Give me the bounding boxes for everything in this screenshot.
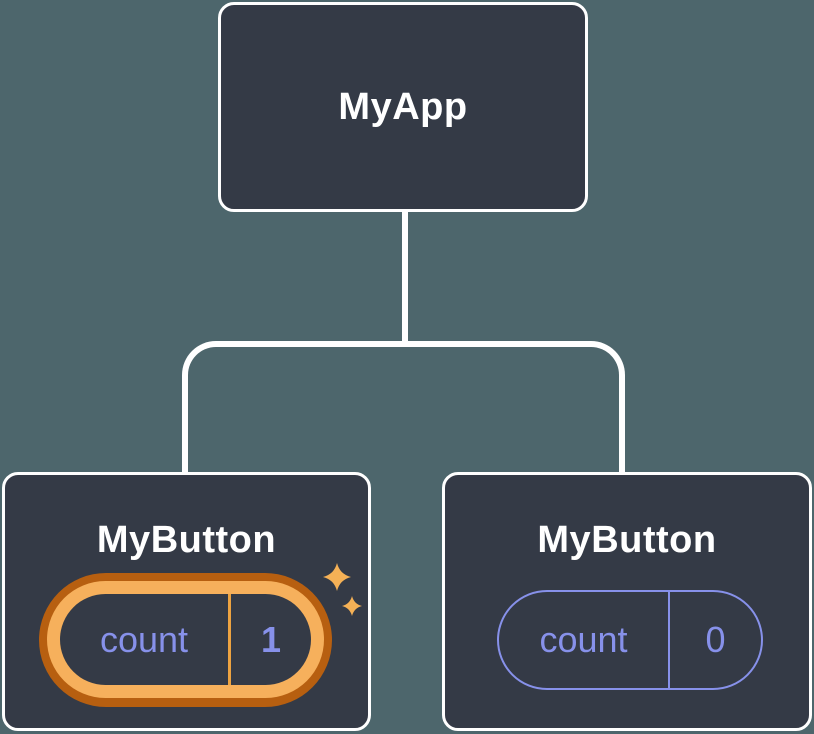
state-key-label: count	[539, 619, 628, 660]
child-node-label: MyButton	[537, 519, 717, 561]
state-pill: count 0	[497, 590, 763, 690]
pill-divider	[228, 594, 231, 685]
sparkle-icon-small	[342, 596, 362, 616]
state-pill-body: count 1	[60, 594, 311, 685]
tree-node-mybutton-left: MyButton count 1	[2, 472, 371, 731]
connector-children-bracket	[182, 341, 625, 472]
state-pill-highlighted: count 1	[39, 573, 332, 707]
child-node-label: MyButton	[96, 519, 277, 561]
pill-divider	[668, 592, 670, 688]
state-value: 0	[705, 619, 726, 660]
tree-node-mybutton-right: MyButton count 0	[442, 472, 812, 731]
state-key-label: count	[99, 618, 189, 660]
connector-root-stem	[402, 209, 408, 347]
root-node-label: MyApp	[338, 85, 468, 128]
sparkle-icon-large	[323, 563, 351, 591]
tree-node-root: MyApp	[218, 2, 588, 212]
state-value: 1	[260, 618, 282, 660]
highlight-ring: count 1	[47, 581, 324, 698]
